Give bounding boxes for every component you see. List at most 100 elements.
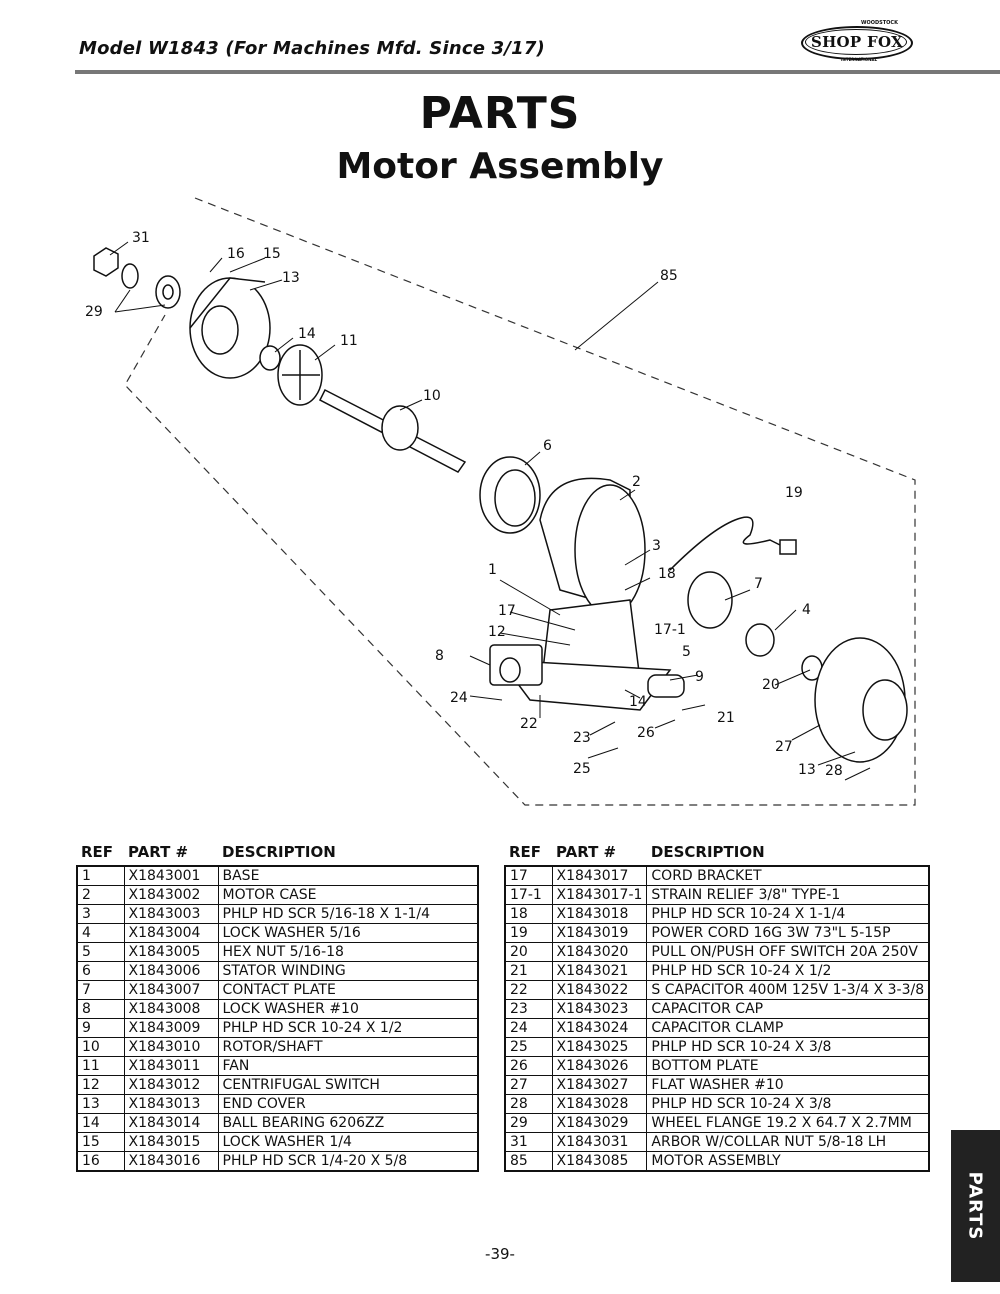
cell-part: X1843021 [551, 961, 648, 981]
callout-label: 29 [85, 304, 103, 320]
cell-desc: PHLP HD SCR 10-24 X 1/2 [217, 1018, 479, 1038]
cell-part: X1843007 [123, 980, 219, 1000]
cell-part: X1843017 [551, 865, 648, 886]
assembly-boundary [124, 197, 916, 806]
leader-lines [109, 241, 871, 781]
power-cord-part [669, 516, 797, 571]
callout-label: 19 [785, 485, 803, 501]
cell-ref: 12 [76, 1075, 125, 1095]
callout-label: 24 [450, 690, 468, 706]
col-desc: DESCRIPTION [222, 843, 336, 861]
cell-desc: PHLP HD SCR 1/4-20 X 5/8 [217, 1151, 479, 1172]
col-part: PART # [556, 843, 617, 861]
cell-desc: FAN [217, 1056, 479, 1076]
cell-desc: WHEEL FLANGE 19.2 X 64.7 X 2.7MM [646, 1113, 930, 1133]
callout-label: 85 [660, 268, 678, 284]
page-subtitle: Motor Assembly [336, 146, 664, 187]
cell-part: X1843005 [123, 942, 219, 962]
cell-ref: 17 [504, 865, 553, 886]
callout-label: 14 [629, 694, 647, 710]
cell-ref: 9 [76, 1018, 125, 1038]
cell-desc: PHLP HD SCR 10-24 X 3/8 [646, 1037, 930, 1057]
section-tab-label: PARTS [964, 1171, 986, 1241]
callout-label: 2 [632, 474, 641, 490]
header-rule [75, 70, 1000, 74]
callout-label: 20 [762, 677, 780, 693]
cell-desc: STRAIN RELIEF 3/8" TYPE-1 [646, 885, 930, 905]
cell-part: X1843004 [123, 923, 219, 943]
cell-part: X1843017-1 [551, 885, 648, 905]
callout-label: 31 [132, 230, 150, 246]
cell-part: X1843023 [551, 999, 648, 1019]
cell-desc: CAPACITOR CLAMP [646, 1018, 930, 1038]
contact-plate-part [687, 571, 823, 681]
cell-part: X1843002 [123, 885, 219, 905]
cell-ref: 17-1 [504, 885, 553, 905]
cell-ref: 11 [76, 1056, 125, 1076]
cell-ref: 23 [504, 999, 553, 1019]
cell-ref: 15 [76, 1132, 125, 1152]
cell-desc: PHLP HD SCR 5/16-18 X 1-1/4 [217, 904, 479, 924]
callout-label: 1 [488, 562, 497, 578]
callout-label: 18 [658, 566, 676, 582]
cell-ref: 24 [504, 1018, 553, 1038]
cell-part: X1843025 [551, 1037, 648, 1057]
cell-desc: LOCK WASHER 1/4 [217, 1132, 479, 1152]
callout-label: 5 [682, 644, 691, 660]
callout-label: 27 [775, 739, 793, 755]
callout-label: 7 [754, 576, 763, 592]
cell-ref: 10 [76, 1037, 125, 1057]
cell-desc: CORD BRACKET [646, 865, 930, 886]
cell-ref: 22 [504, 980, 553, 1000]
callout-label: 14 [298, 326, 316, 342]
cell-ref: 4 [76, 923, 125, 943]
col-part: PART # [128, 843, 189, 861]
cell-ref: 1 [76, 865, 125, 886]
callout-label: 15 [263, 246, 281, 262]
cell-desc: END COVER [217, 1094, 479, 1114]
logo-bottom-text: INTERNATIONAL [841, 57, 878, 62]
col-ref: REF [509, 843, 542, 861]
cell-desc: PULL ON/PUSH OFF SWITCH 20A 250V [646, 942, 930, 962]
cell-desc: FLAT WASHER #10 [646, 1075, 930, 1095]
cell-desc: PHLP HD SCR 10-24 X 1-1/4 [646, 904, 930, 924]
cell-ref: 85 [504, 1151, 553, 1172]
cell-desc: MOTOR CASE [217, 885, 479, 905]
page-title: PARTS [419, 88, 581, 139]
cell-desc: CONTACT PLATE [217, 980, 479, 1000]
cell-part: X1843028 [551, 1094, 648, 1114]
cell-ref: 27 [504, 1075, 553, 1095]
cell-desc: CENTRIFUGAL SWITCH [217, 1075, 479, 1095]
section-tab: PARTS [951, 1130, 1000, 1282]
cell-part: X1843022 [551, 980, 648, 1000]
callout-label: 4 [802, 602, 811, 618]
callout-label: 11 [340, 333, 358, 349]
cell-ref: 6 [76, 961, 125, 981]
cell-desc: STATOR WINDING [217, 961, 479, 981]
